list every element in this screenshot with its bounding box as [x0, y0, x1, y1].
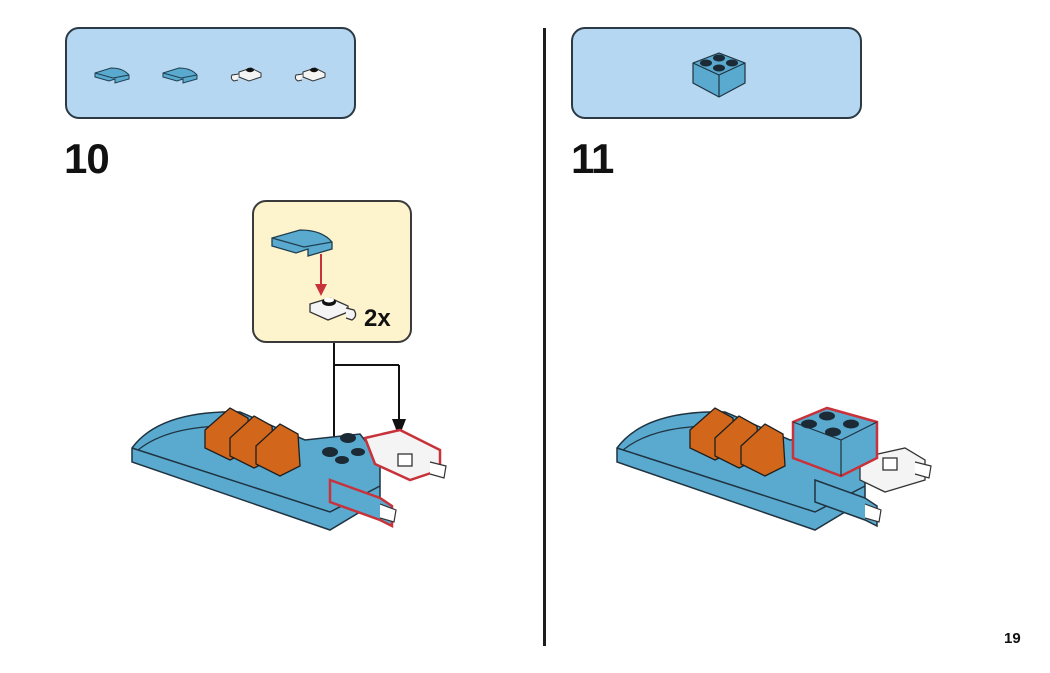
- clip-plate-icon: [230, 67, 262, 82]
- step-number-10: 10: [64, 135, 110, 182]
- curved-slope-tile-icon: [162, 67, 198, 84]
- step-divider: [543, 28, 546, 646]
- step-number-11: 11: [571, 135, 614, 182]
- boat-model-step-11: [616, 406, 932, 531]
- parts-list-box-step-10: [65, 27, 356, 119]
- clip-plate-icon: [309, 297, 357, 321]
- curved-slope-tile-icon: [94, 67, 130, 84]
- brick-2x2-icon: [692, 52, 746, 98]
- clip-plate-icon: [294, 67, 326, 82]
- boat-model-step-10: [131, 407, 447, 531]
- parts-list-box-step-11: [571, 27, 862, 119]
- quantity-label: 2x: [364, 305, 391, 332]
- page-number: 19: [1004, 630, 1021, 647]
- curved-slope-tile-icon: [271, 229, 333, 257]
- sub-assembly-callout: 2x: [252, 200, 412, 343]
- insert-arrow-red: [315, 254, 327, 296]
